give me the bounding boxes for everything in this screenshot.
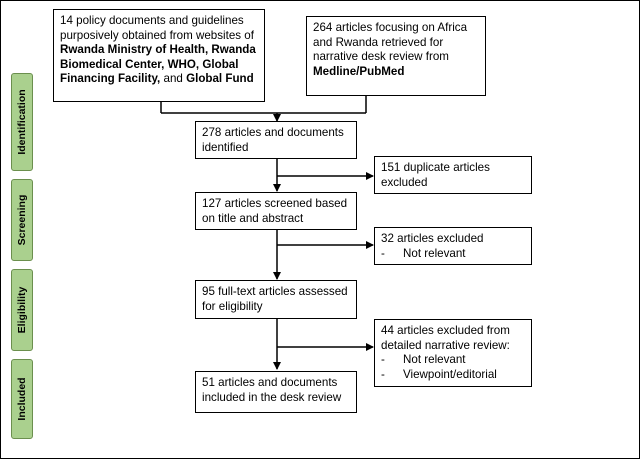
duplicates-line-2: excluded — [381, 175, 428, 189]
fulltext-line-1: 95 full-text articles assessed — [202, 285, 348, 298]
stage-eligibility: Eligibility — [11, 269, 33, 351]
screened-line-1: 127 articles screened based — [202, 197, 348, 210]
policy-line-5c: Global Fund — [186, 72, 254, 85]
stage-screening: Screening — [11, 179, 33, 261]
list-item: -Not relevant — [381, 246, 466, 260]
fulltext-excluded-line-2: detailed narrative review: — [381, 338, 510, 352]
pubmed-line-3: narrative desk review from — [313, 50, 449, 63]
stage-identification: Identification — [11, 73, 33, 171]
fulltext-excluded-box: 44 articles excluded from detailed narra… — [374, 319, 532, 387]
identified-line-1: 278 articles and documents — [202, 126, 344, 139]
policy-line-4: Biomedical Center, WHO, Global — [60, 57, 239, 71]
policy-line-5b: and — [160, 72, 187, 85]
included-line-2: included in the desk review — [202, 390, 342, 404]
policy-line-5a: Financing Facility, — [60, 72, 161, 85]
fulltext-box: 95 full-text articles assessed for eligi… — [195, 280, 357, 319]
identified-box: 278 articles and documents identified — [195, 121, 357, 159]
identified-line-2: identified — [202, 140, 249, 154]
list-item: -Not relevant — [381, 353, 466, 366]
fulltext-excluded-line-1: 44 articles excluded from — [381, 324, 510, 337]
duplicates-line-1: 151 duplicate articles — [381, 161, 490, 174]
screened-line-2: on title and abstract — [202, 211, 304, 225]
included-line-1: 51 articles and documents — [202, 376, 338, 389]
pubmed-articles-box: 264 articles focusing on Africa and Rwan… — [306, 16, 486, 96]
stage-included: Included — [11, 359, 33, 439]
duplicates-excluded-box: 151 duplicate articles excluded — [374, 156, 532, 194]
pubmed-line-1: 264 articles focusing on Africa — [313, 21, 468, 34]
list-item: -Viewpoint/editorial — [381, 367, 497, 381]
fulltext-line-2: for eligibility — [202, 299, 263, 313]
screened-box: 127 articles screened based on title and… — [195, 192, 357, 230]
policy-line-1: 14 policy documents and guidelines — [60, 14, 244, 27]
included-box: 51 articles and documents included in th… — [195, 371, 357, 413]
policy-line-2: purposively obtained from websites of — [60, 28, 254, 42]
policy-documents-box: 14 policy documents and guidelines purpo… — [53, 9, 265, 102]
pubmed-line-2: and Rwanda retrieved for — [313, 35, 444, 49]
screening-excluded-box: 32 articles excluded -Not relevant — [374, 227, 532, 265]
policy-line-3: Rwanda Ministry of Health, Rwanda — [60, 43, 256, 56]
screening-excluded-title: 32 articles excluded — [381, 232, 484, 245]
pubmed-line-4: Medline/PubMed — [313, 64, 405, 78]
